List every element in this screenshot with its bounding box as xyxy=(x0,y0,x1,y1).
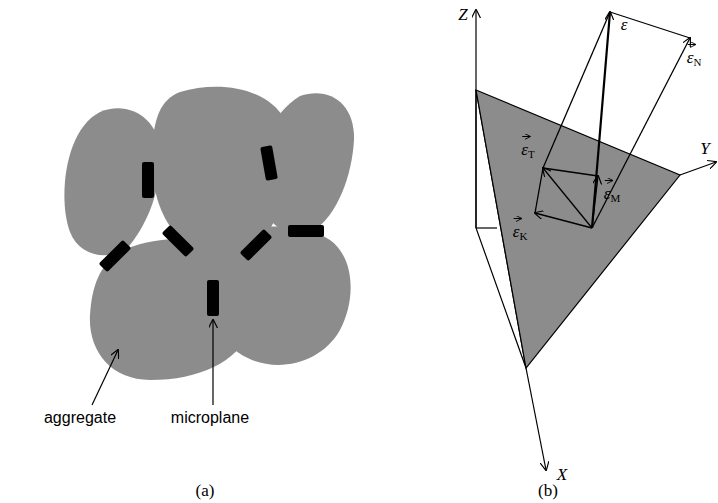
panel-label: (b) xyxy=(538,482,558,499)
axis-label: Y xyxy=(700,140,709,157)
panel-label: (a) xyxy=(196,482,215,499)
leader-arrows xyxy=(92,320,213,405)
microplanes xyxy=(99,145,324,316)
axis-label: X xyxy=(557,466,567,483)
part-label: microplane xyxy=(171,410,249,426)
vector-label: ε xyxy=(621,16,628,33)
strain-vectors xyxy=(535,12,690,228)
vector-label: εN xyxy=(687,49,702,68)
microplane-triangle xyxy=(476,90,680,368)
part-label: aggregate xyxy=(44,410,116,426)
vector-label: εK xyxy=(513,223,528,242)
vector-label: εT xyxy=(521,141,534,160)
axis-label: Z xyxy=(458,6,467,23)
vector-label: εM xyxy=(604,185,620,204)
axes xyxy=(476,10,716,470)
aggregate-grains xyxy=(64,87,354,380)
vector-overarrows xyxy=(1,0,695,219)
